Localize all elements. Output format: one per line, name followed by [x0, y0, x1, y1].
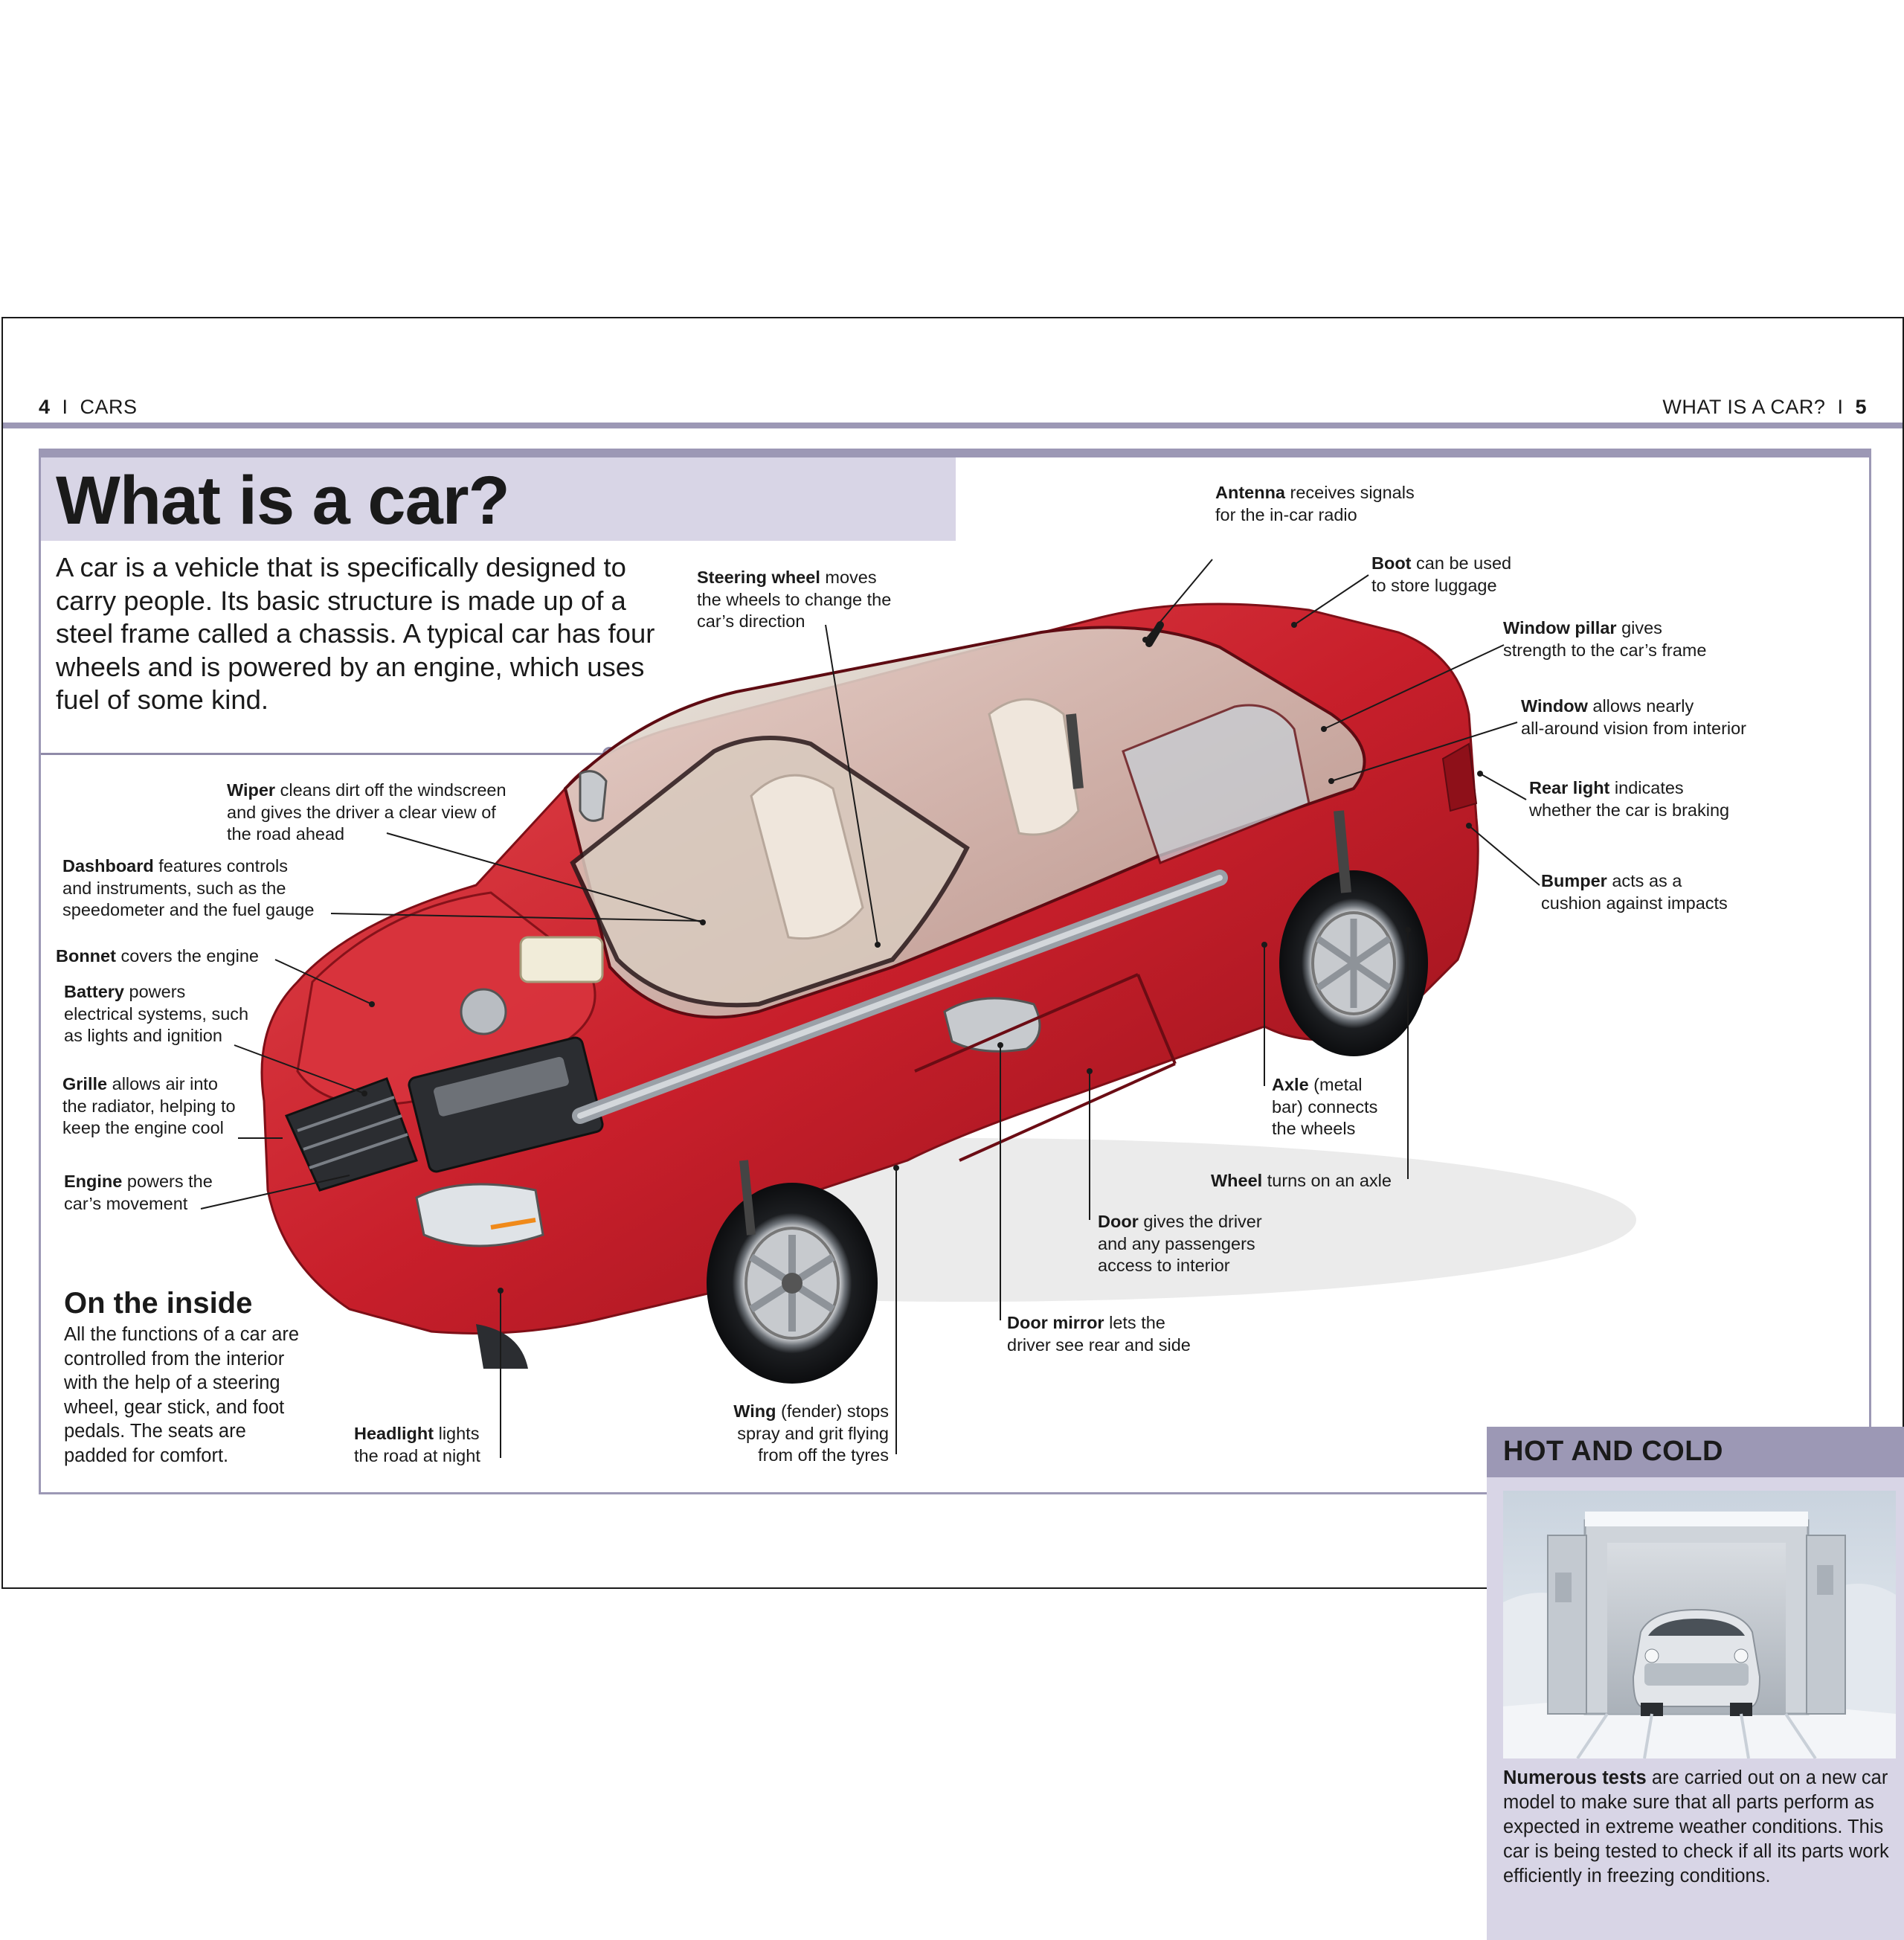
page-title: What is a car?	[56, 463, 510, 539]
intro-rule	[41, 753, 606, 755]
title-band: What is a car?	[41, 457, 956, 541]
hot-and-cold-sidebar: HOT AND COLD	[1487, 1427, 1904, 1940]
right-header-divider: I	[1837, 396, 1844, 418]
sidebar-header: HOT AND COLD	[1487, 1427, 1904, 1477]
header-rule	[3, 423, 1903, 428]
sidebar-text: Numerous tests are carried out on a new …	[1503, 1766, 1902, 1889]
on-the-inside-text: All the functions of a car are controlle…	[64, 1324, 300, 1466]
callout-wheel: Wheel turns on an axle	[1211, 1171, 1392, 1190]
intro-rule-dot	[602, 747, 617, 761]
cold-test-photo	[1503, 1491, 1896, 1758]
sidebar-body: are carried out on a new car model to ma…	[1503, 1767, 1889, 1886]
intro-paragraph: A car is a vehicle that is specifically …	[56, 552, 655, 715]
right-chapter-title: WHAT IS A CAR?	[1662, 396, 1826, 418]
sidebar-term: Numerous tests	[1503, 1767, 1647, 1788]
on-the-inside-heading: On the inside	[64, 1287, 253, 1320]
content-panel: What is a car? A car is a vehicle that i…	[39, 449, 1904, 1940]
left-header-divider: I	[62, 396, 68, 418]
right-page-number: 5	[1855, 396, 1867, 418]
callout-bonnet: Bonnet covers the engine	[56, 946, 259, 966]
sidebar-title: HOT AND COLD	[1503, 1436, 1723, 1467]
left-section-name: CARS	[80, 396, 138, 418]
left-page-number: 4	[39, 396, 51, 418]
